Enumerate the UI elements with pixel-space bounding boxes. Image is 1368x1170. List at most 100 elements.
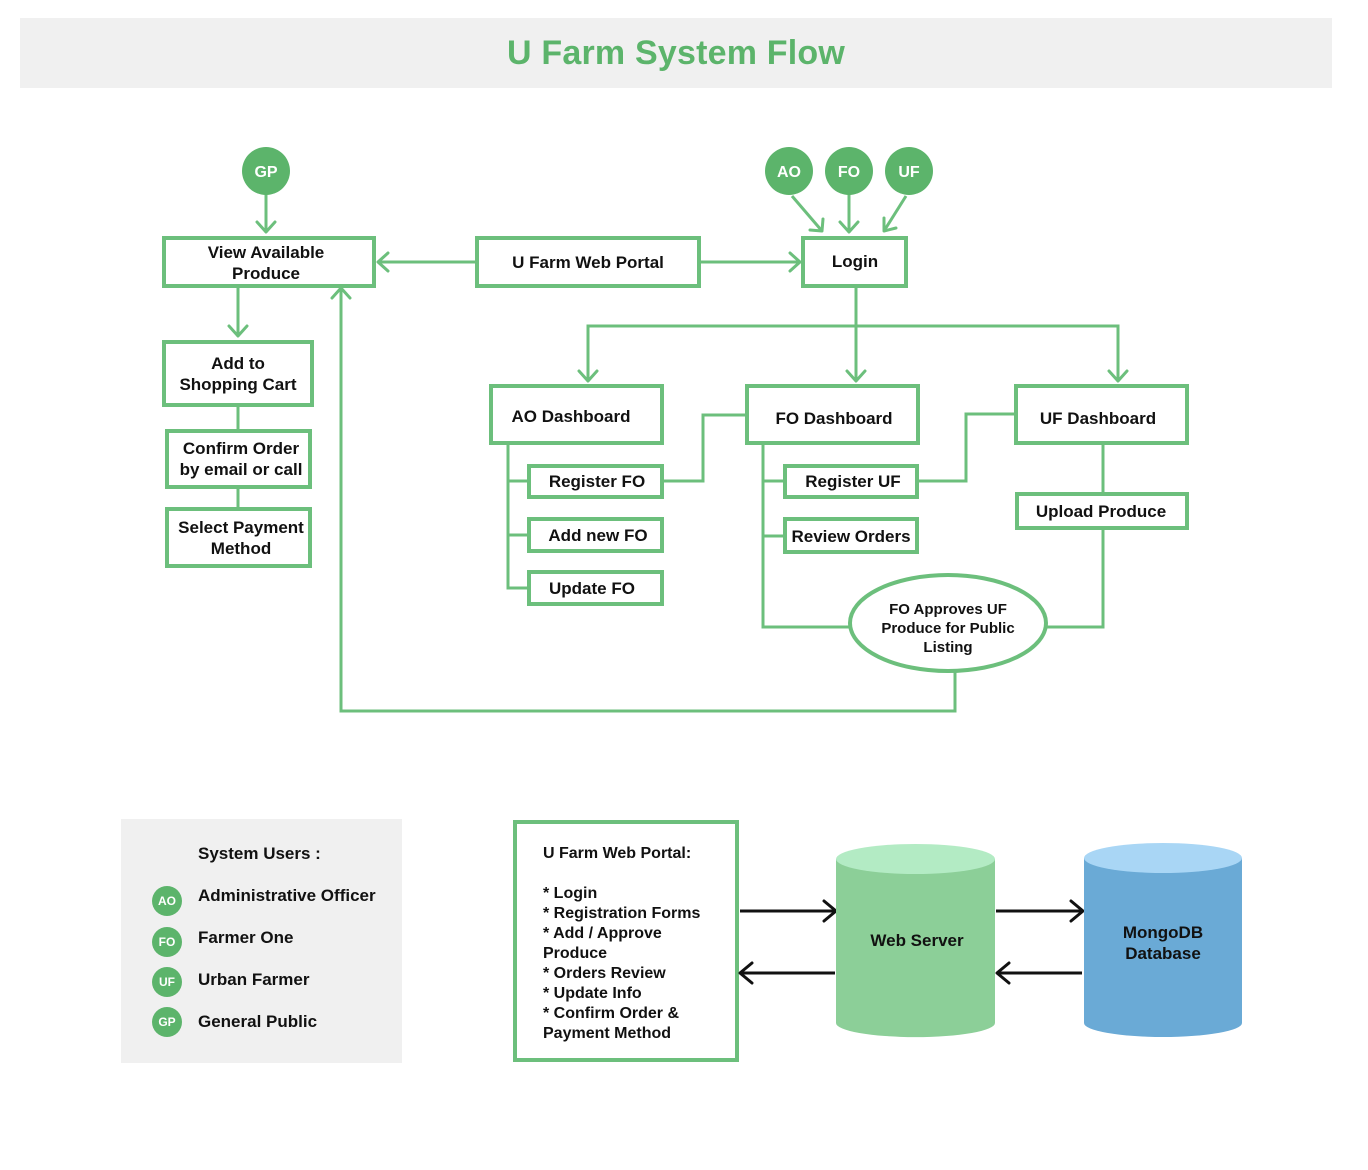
legend-fo-code: FO xyxy=(159,935,176,949)
select-payment-line1: Select Payment xyxy=(178,518,304,537)
connectors xyxy=(227,194,1129,713)
ao-dashboard-label: AO Dashboard xyxy=(511,407,630,426)
architecture-connectors xyxy=(738,899,1085,985)
view-available-line2: Produce xyxy=(232,264,300,283)
portal-features-box: U Farm Web Portal: * Login * Registratio… xyxy=(513,820,739,1062)
node-add-new-fo: Add new FO xyxy=(527,517,664,553)
portal-feature-line: * Update Info xyxy=(543,985,642,1002)
register-uf-box xyxy=(783,464,919,499)
review-orders-box xyxy=(783,517,919,554)
arrow-fo-to-login xyxy=(838,220,860,234)
arrow-gp-to-view xyxy=(255,220,277,234)
uf-dashboard-label: UF Dashboard xyxy=(1040,409,1156,428)
ao-dashboard-box xyxy=(489,384,664,445)
web-server-cylinder: Web Server xyxy=(836,844,995,1038)
arrow-portal-to-login xyxy=(788,251,802,273)
add-to-cart-line2: Shopping Cart xyxy=(179,375,296,394)
node-uf-dashboard: UF Dashboard xyxy=(1014,384,1189,445)
portal-feature-line: * Registration Forms xyxy=(543,905,700,922)
uf-dashboard-box xyxy=(1014,384,1189,445)
portal-feature-line: * Login xyxy=(543,885,597,902)
portal-features-heading: U Farm Web Portal: xyxy=(543,845,691,862)
edge-registeruf-to-ufdash xyxy=(918,412,1015,483)
node-update-fo: Update FO xyxy=(527,570,664,606)
fo-badge-icon xyxy=(825,147,873,195)
arrow-login-to-fo xyxy=(845,369,867,383)
node-ao-dashboard: AO Dashboard xyxy=(489,384,664,445)
node-fo-dashboard: FO Dashboard xyxy=(745,384,920,445)
arrow-login-to-uf xyxy=(1107,369,1129,383)
legend-fo-icon xyxy=(152,927,182,957)
update-fo-label: Update FO xyxy=(549,579,635,598)
actor-ao: AO xyxy=(765,147,813,195)
actor-fo: FO xyxy=(825,147,873,195)
upload-produce-label: Upload Produce xyxy=(1036,502,1166,521)
legend-fo-label: Farmer One xyxy=(198,928,293,947)
review-orders-label: Review Orders xyxy=(791,527,910,546)
edge-upload-to-approve xyxy=(1046,530,1105,629)
add-new-fo-label: Add new FO xyxy=(548,526,647,545)
database-cylinder: MongoDB Database xyxy=(1084,843,1242,1037)
node-add-to-cart: Add to Shopping Cart xyxy=(162,340,314,407)
node-fo-approves: FO Approves UF Produce for Public Listin… xyxy=(848,573,1048,673)
add-to-cart-line1: Add to xyxy=(211,354,265,373)
portal-feature-line: Produce xyxy=(543,945,607,962)
legend-gp-icon xyxy=(152,1007,182,1037)
view-available-line1: View Available xyxy=(208,243,325,262)
title-banner: U Farm System Flow xyxy=(20,18,1332,88)
fo-approves-line2: Produce for Public xyxy=(881,620,1014,637)
arrow-portal-to-view xyxy=(376,251,390,273)
edge-uf-to-login xyxy=(882,195,908,232)
legend-panel: System Users : AO Administrative Officer… xyxy=(121,819,402,1063)
web-portal-label: U Farm Web Portal xyxy=(512,253,664,272)
gp-badge-label: GP xyxy=(254,164,277,181)
node-view-available-produce: View Available Produce xyxy=(162,236,376,288)
gp-badge-icon xyxy=(242,147,290,195)
arrow-uf-to-login xyxy=(882,216,898,233)
edge-login-branch xyxy=(586,324,1120,380)
fo-dashboard-label: FO Dashboard xyxy=(775,409,892,428)
select-payment-line2: Method xyxy=(211,539,271,558)
actor-gp: GP xyxy=(242,147,290,195)
arrow-server-to-db xyxy=(1069,899,1085,923)
portal-feature-line: * Orders Review xyxy=(543,965,666,982)
legend-ao-icon xyxy=(152,886,182,916)
database-body xyxy=(1084,858,1242,1037)
legend-title: System Users : xyxy=(198,844,321,863)
arrow-db-to-server xyxy=(995,961,1011,985)
legend-gp-code: GP xyxy=(158,1015,175,1029)
database-line1: MongoDB xyxy=(1123,923,1203,942)
select-payment-box xyxy=(165,507,312,568)
arrow-server-to-portal xyxy=(738,961,754,985)
confirm-order-line1: Confirm Order xyxy=(183,439,300,458)
node-upload-produce: Upload Produce xyxy=(1015,492,1189,530)
legend-uf-label: Urban Farmer xyxy=(198,970,310,989)
fo-approves-line1: FO Approves UF xyxy=(889,601,1007,618)
portal-feature-line: Payment Method xyxy=(543,1025,671,1042)
login-label: Login xyxy=(832,252,878,271)
web-portal-box xyxy=(475,236,701,288)
edge-ao-to-login xyxy=(790,195,824,232)
page-title: U Farm System Flow xyxy=(506,33,846,72)
node-confirm-order: Confirm Order by email or call xyxy=(165,429,312,489)
portal-features-frame xyxy=(513,820,739,1062)
node-select-payment: Select Payment Method xyxy=(165,507,312,568)
fo-approves-ellipse xyxy=(848,573,1048,673)
edge-ao-tree xyxy=(506,445,528,590)
database-top xyxy=(1084,843,1242,873)
arrow-view-to-cart xyxy=(227,324,249,338)
node-review-orders: Review Orders xyxy=(783,517,919,554)
node-register-uf: Register UF xyxy=(783,464,919,499)
fo-dashboard-box xyxy=(745,384,920,445)
edge-fo-tree xyxy=(761,445,852,629)
register-fo-label: Register FO xyxy=(549,472,645,491)
legend-gp-label: General Public xyxy=(198,1012,317,1031)
arrow-login-to-ao xyxy=(577,369,599,383)
actor-uf: UF xyxy=(885,147,933,195)
node-register-fo: Register FO xyxy=(527,464,664,499)
login-box xyxy=(801,236,908,288)
node-web-portal: U Farm Web Portal xyxy=(475,236,701,288)
confirm-order-line2: by email or call xyxy=(180,460,303,479)
fo-badge-label: FO xyxy=(838,164,860,181)
